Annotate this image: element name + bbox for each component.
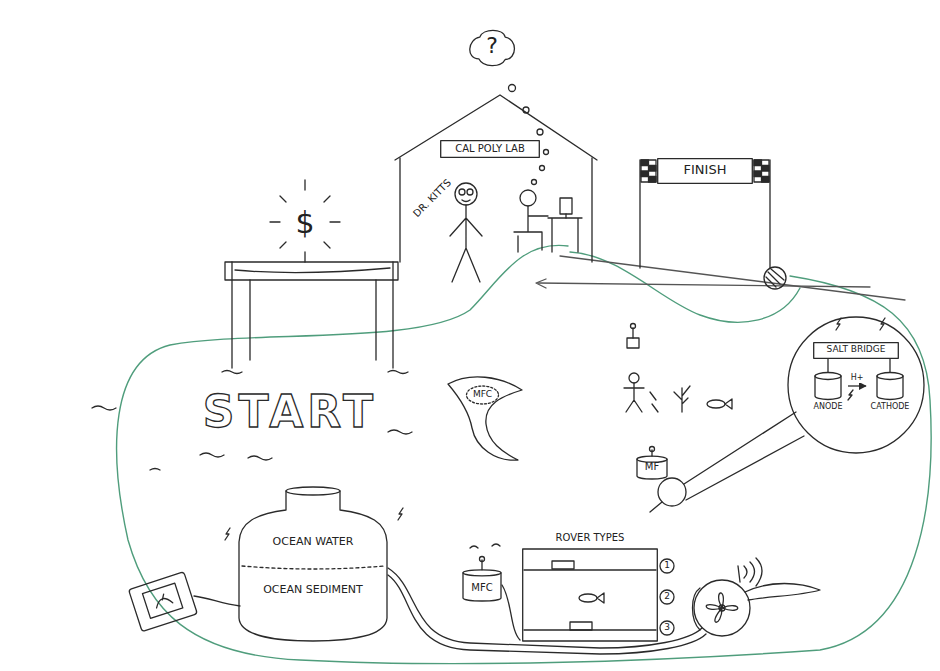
node-text: ROVER TYPES [556, 532, 625, 543]
callout-number: 3 [664, 623, 670, 633]
node-outline [236, 486, 390, 642]
thought-bubble: ? [470, 30, 514, 66]
node-text: ANODE [814, 403, 843, 412]
ocean-jar: OCEAN WATER OCEAN SEDIMENT [236, 486, 390, 642]
edge-label: H+ [851, 374, 864, 383]
node-outline [462, 556, 502, 602]
callout-number: 1 [664, 561, 670, 571]
node-outline [522, 532, 658, 642]
connector [889, 359, 890, 372]
node-text: FINISH [684, 163, 727, 177]
node-text: MF [645, 461, 659, 472]
node-text: ? [486, 34, 498, 58]
finish-banner: FINISH [657, 158, 753, 184]
person-label: DR. KITTS [411, 177, 453, 219]
node-text: CAL POLY LAB [455, 143, 525, 154]
salt-bridge-box: SALT BRIDGE [813, 342, 899, 359]
anode-cylinder: ANODE [808, 372, 848, 416]
node-outline [440, 372, 525, 462]
mfc-device: MFC [462, 556, 502, 602]
node-text: CATHODE [871, 403, 910, 412]
dollar-sign: $ [295, 206, 314, 239]
mfc-device: MF [636, 446, 668, 480]
callout-number: 2 [664, 592, 670, 602]
node-text: OCEAN WATER [273, 536, 354, 548]
stingray-mfc: MFC [440, 372, 525, 462]
node-text: OCEAN SEDIMENT [263, 584, 363, 596]
node-text: MFC [471, 582, 492, 593]
connector [848, 385, 866, 386]
connector [827, 359, 828, 372]
start-text: START [203, 388, 377, 436]
rover-types-box: ROVER TYPES [522, 532, 658, 642]
cathode-cylinder: CATHODE [866, 372, 914, 416]
node-text: SALT BRIDGE [827, 345, 886, 355]
lab-sign: CAL POLY LAB [440, 140, 540, 158]
node-text: MFC [473, 390, 492, 400]
